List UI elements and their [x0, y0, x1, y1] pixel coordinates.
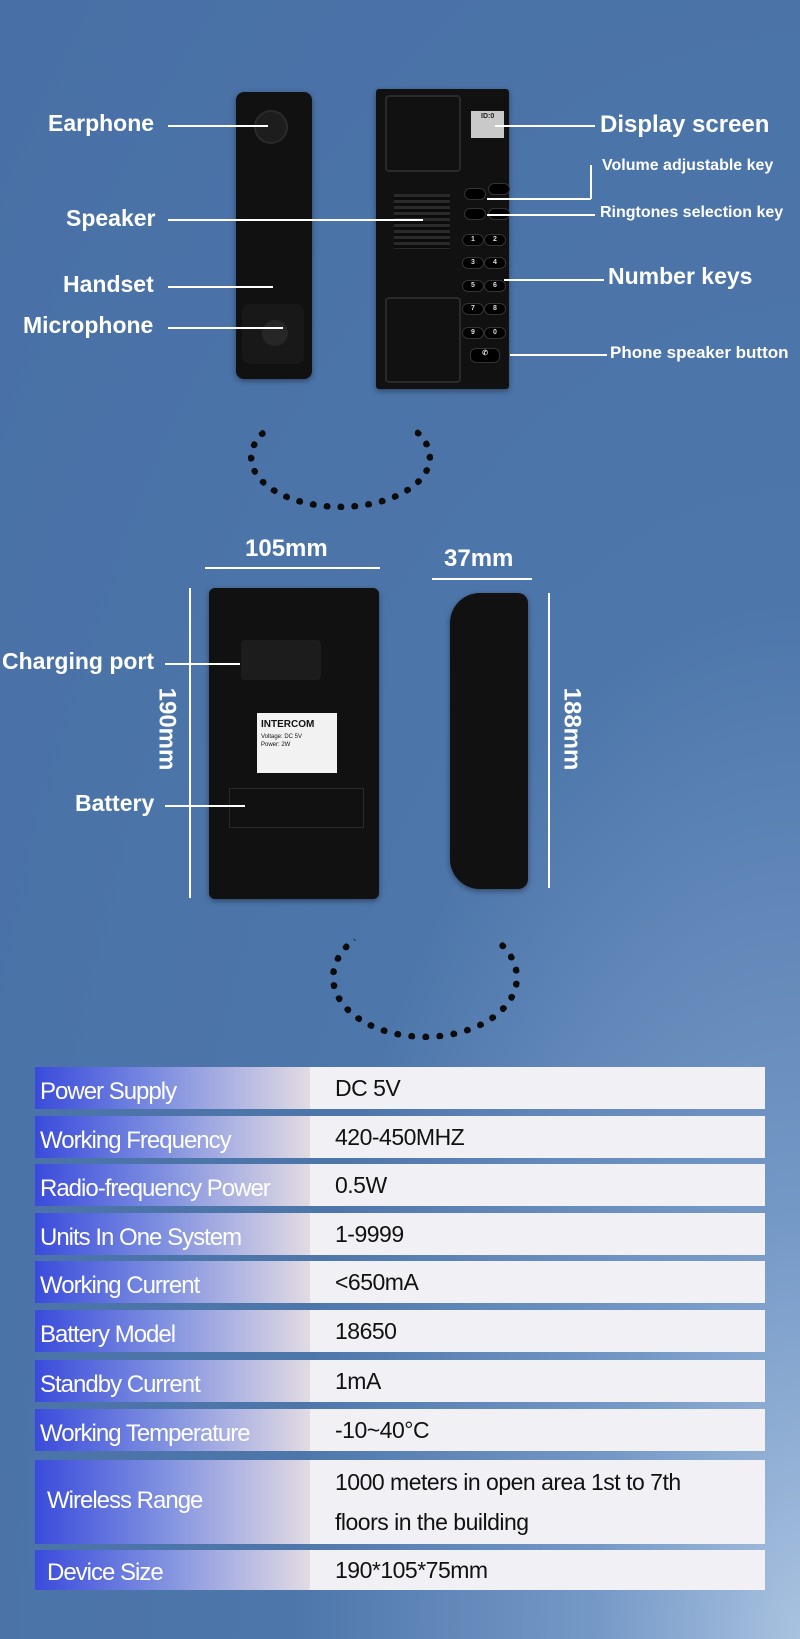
spec-value: 1-9999 [310, 1213, 765, 1255]
dimension-height: 190mm [153, 687, 181, 771]
phone-speaker-button[interactable]: ✆ [470, 348, 500, 363]
spec-label: Working Frequency [35, 1116, 310, 1158]
leader-line [168, 219, 423, 221]
key-0[interactable]: 0 [484, 327, 506, 339]
sticker: INTERCOM Voltage: DC 5V Power: 2W [257, 713, 337, 773]
microphone-hole [262, 320, 288, 346]
label-handset: Handset [63, 271, 154, 297]
dimension-handset-length: 188mm [558, 687, 586, 771]
key-5[interactable]: 5 [462, 280, 484, 292]
spec-row: Working Current<650mA [35, 1261, 765, 1303]
label-charging-port: Charging port [2, 648, 155, 674]
spec-label: Working Current [35, 1261, 310, 1303]
spec-value: 190*105*75mm [310, 1550, 765, 1590]
ringtones-key[interactable] [464, 208, 486, 220]
speaker-grille [394, 194, 450, 249]
base-unit-front: ID:0 1 2 3 4 5 6 7 8 9 0 ✆ [376, 89, 510, 389]
key-6[interactable]: 6 [484, 280, 506, 292]
hook-cradle-top [385, 95, 461, 172]
spec-value: DC 5V [310, 1067, 765, 1109]
key-3[interactable]: 3 [462, 257, 484, 269]
label-volume-key: Volume adjustable key [602, 157, 774, 174]
label-earphone: Earphone [48, 110, 155, 136]
spec-label: Wireless Range [35, 1460, 310, 1544]
spec-label: Units In One System [35, 1213, 310, 1255]
handset-cord [330, 915, 520, 1040]
spec-value: -10~40°C [310, 1409, 765, 1451]
leader-line [495, 125, 595, 127]
spec-label: Radio-frequency Power [35, 1164, 310, 1206]
earphone-grille [254, 110, 288, 144]
key-4[interactable]: 4 [484, 257, 506, 269]
spec-row: Working Temperature-10~40°C [35, 1409, 765, 1451]
spec-label: Battery Model [35, 1310, 310, 1352]
spec-value: 1000 meters in open area 1st to 7th floo… [310, 1460, 765, 1544]
base-unit-back: INTERCOM Voltage: DC 5V Power: 2W [209, 588, 379, 899]
label-speaker: Speaker [66, 205, 156, 231]
display-screen: ID:0 [471, 111, 504, 138]
leader-line [168, 286, 273, 288]
volume-key[interactable] [464, 188, 486, 200]
label-ringtones-key: Ringtones selection key [600, 204, 784, 221]
key-1[interactable]: 1 [462, 234, 484, 246]
leader-line [165, 805, 245, 807]
key-9[interactable]: 9 [462, 327, 484, 339]
handset-cord [248, 405, 433, 510]
dimension-depth: 37mm [444, 545, 514, 572]
spec-value: 1mA [310, 1360, 765, 1402]
spec-label: Working Temperature [35, 1409, 310, 1451]
spec-label: Device Size [35, 1550, 310, 1590]
dimension-width: 105mm [245, 535, 328, 562]
label-number-keys: Number keys [608, 263, 753, 289]
menu-key[interactable] [488, 183, 510, 195]
leader-line [168, 125, 268, 127]
label-display-screen: Display screen [600, 111, 770, 138]
leader-line [487, 198, 591, 200]
spec-value: <650mA [310, 1261, 765, 1303]
dimension-line [205, 567, 380, 569]
leader-line [590, 165, 592, 199]
spec-value: 420-450MHZ [310, 1116, 765, 1158]
handset-side [450, 593, 528, 889]
spec-label: Power Supply [35, 1067, 310, 1109]
leader-line [168, 327, 283, 329]
hook-cradle-bottom [385, 297, 461, 383]
spec-value: 0.5W [310, 1164, 765, 1206]
spec-value: 18650 [310, 1310, 765, 1352]
dimension-line [189, 588, 191, 898]
dimension-line [548, 593, 550, 888]
label-microphone: Microphone [23, 312, 154, 338]
battery-cover [229, 788, 364, 828]
spec-label: Standby Current [35, 1360, 310, 1402]
key-8[interactable]: 8 [484, 303, 506, 315]
charging-port [241, 640, 321, 680]
key-2[interactable]: 2 [484, 234, 506, 246]
handset-front [236, 92, 312, 379]
leader-line [510, 354, 607, 356]
label-speaker-button: Phone speaker button [610, 343, 789, 362]
leader-line [487, 214, 595, 216]
leader-line [504, 279, 604, 281]
sticker-power: Power: 2W [261, 742, 291, 748]
sticker-voltage: Voltage: DC 5V [261, 734, 303, 740]
dimension-line [432, 578, 532, 580]
sticker-title: INTERCOM [261, 719, 315, 730]
leader-line [165, 663, 240, 665]
label-battery: Battery [75, 790, 155, 816]
key-7[interactable]: 7 [462, 303, 484, 315]
